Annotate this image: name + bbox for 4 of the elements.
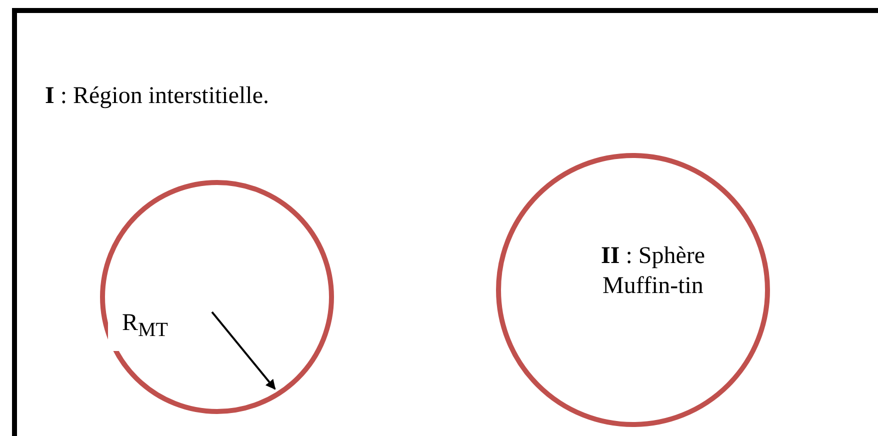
sphere-circle: [496, 153, 770, 427]
region-label: II : Sphère Muffin-tin: [600, 242, 706, 301]
sphere-circle: [100, 180, 334, 414]
region-label: I : Région interstitielle.: [45, 82, 269, 111]
